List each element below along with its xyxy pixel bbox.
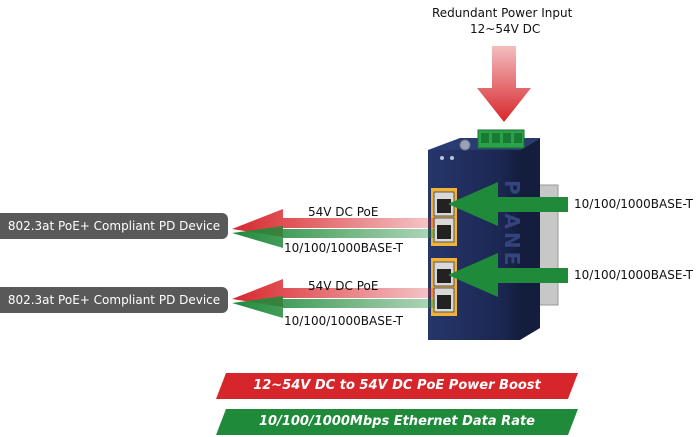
data-arrow-left-1 xyxy=(232,226,435,248)
pd-device-box-2: 802.3at PoE+ Compliant PD Device xyxy=(0,287,228,313)
data-label-right-2: 10/100/1000BASE-T xyxy=(574,268,693,282)
data-rate-banner: 10/100/1000Mbps Ethernet Data Rate xyxy=(259,414,535,429)
data-arrow-right-2 xyxy=(448,253,568,297)
data-label-left-2: 10/100/1000BASE-T xyxy=(284,314,403,328)
device-unit xyxy=(428,138,540,340)
pd-device-box-1: 802.3at PoE+ Compliant PD Device xyxy=(0,213,228,239)
power-input-arrow xyxy=(477,46,531,122)
power-boost-banner-bg xyxy=(216,373,578,399)
redundant-power-input-label: Redundant Power Input xyxy=(432,6,573,20)
data-label-right-1: 10/100/1000BASE-T xyxy=(574,197,693,211)
terminal-block-connector xyxy=(477,129,525,149)
data-label-left-1: 10/100/1000BASE-T xyxy=(284,241,403,255)
data-rate-banner-bg xyxy=(216,409,578,435)
poe-label-1: 54V DC PoE xyxy=(308,205,379,219)
data-arrow-left-2 xyxy=(232,296,435,318)
power-boost-banner: 12~54V DC to 54V DC PoE Power Boost xyxy=(253,378,541,393)
redundant-power-voltage-label: 12~54V DC xyxy=(470,22,541,36)
data-arrow-right-1 xyxy=(448,182,568,226)
poe-label-2: 54V DC PoE xyxy=(308,279,379,293)
